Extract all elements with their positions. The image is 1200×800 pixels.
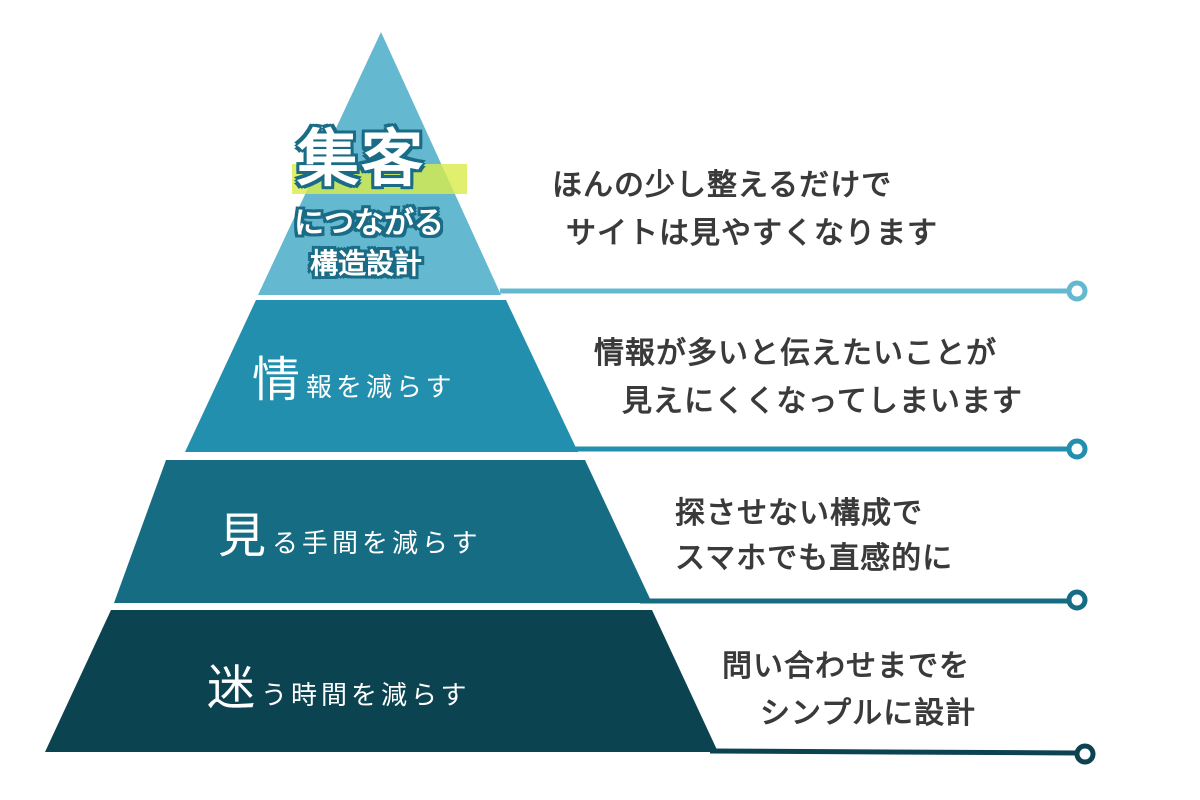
connector-dot-1	[1066, 280, 1088, 302]
connector-dot-2	[1066, 438, 1088, 460]
tier-2-label: 情報を減らす	[252, 340, 456, 410]
tier-2-initial: 情	[252, 352, 301, 408]
tier-2-desc-1: 情報が多いと伝えたいことが	[594, 336, 997, 371]
tier-4-label: 迷う時間を減らす	[207, 648, 471, 718]
connector-line-4	[709, 748, 1079, 756]
top-subtitle-2: 構造設計	[310, 247, 423, 280]
tier-3-initial: 見	[218, 508, 267, 564]
connector-dot-4	[1074, 743, 1096, 765]
tier-3-desc-1: 探させない構成で	[675, 496, 923, 531]
tier-4-rest: う時間を減らす	[261, 681, 471, 711]
tier-3-rest: る手間を減らす	[272, 529, 482, 559]
tier-4-desc-1: 問い合わせまでを	[722, 649, 970, 684]
tier-4-initial: 迷	[207, 660, 256, 716]
top-title: 集客	[297, 122, 426, 195]
tier-3-label: 見る手間を減らす	[218, 496, 482, 566]
tier-1-desc-2: サイトは見やすくなります	[566, 216, 938, 251]
tier-2-desc-2: 見えにくくなってしまいます	[622, 384, 1023, 419]
pyramid-tier-2	[185, 300, 578, 452]
tier-4-desc-2: シンプルに設計	[760, 696, 977, 731]
tier-1-desc-1: ほんの少し整えるだけで	[552, 168, 893, 203]
pyramid-tier-4	[45, 610, 718, 752]
connector-dot-3	[1066, 589, 1088, 611]
tier-3-desc-2: スマホでも直感的に	[675, 541, 954, 576]
tier-2-rest: 報を減らす	[306, 373, 456, 403]
top-subtitle-1: につながる	[294, 206, 444, 241]
highlight-bar	[292, 164, 467, 194]
pyramid-tier-1	[258, 32, 501, 295]
pyramid-tier-3	[114, 460, 652, 603]
